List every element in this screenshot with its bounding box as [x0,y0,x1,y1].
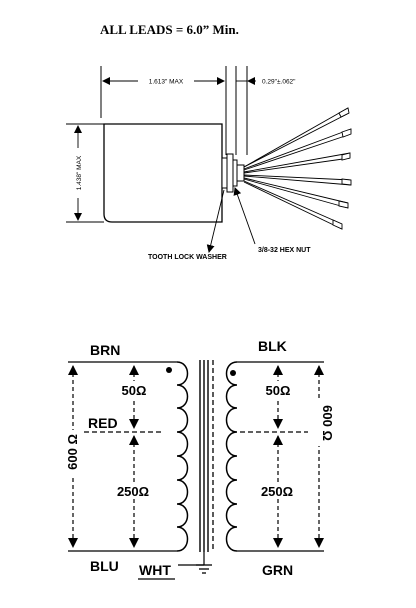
secondary-upper-ohms: 50Ω [266,383,291,398]
secondary-total-label-bg [308,400,328,446]
height-dim-label-bg [72,148,84,198]
primary-lower-label-bg [108,482,158,499]
wire-lead-1b [243,112,350,168]
washer-leader-line [206,189,225,253]
secondary-polarity-dot [230,370,236,376]
wire-lead-5 [243,177,349,204]
red-lead-label: RED [88,415,118,431]
wire-lead-2 [243,128,352,170]
nut-leader-line [233,187,256,245]
primary-upper-label-bg [115,381,153,398]
height-dimension-label: 1.438" MAX [76,155,83,190]
leads-length-title: ALL LEADS = 6.0” Min. [100,22,239,37]
wire-lead-6b [243,181,343,230]
primary-total-label-bg [62,430,82,476]
secondary-lower-label-bg [252,482,302,499]
hex-nut [232,159,238,187]
wire-lead-4b [243,175,352,186]
secondary-winding [225,361,238,552]
wire-lead-2b [243,133,352,171]
primary-lower-ohms: 250Ω [117,484,149,499]
primary-polarity-dot [166,367,172,373]
mechanical-outline-drawing: 1.613" MAX 0.29"±.062" 1.438" MAX [66,66,352,261]
primary-upper-ohms: 50Ω [122,383,147,398]
grn-lead-label: GRN [262,562,293,578]
stud-dimension-label: 0.29"±.062" [262,79,296,86]
wire-lead-1 [243,107,349,168]
primary-total-ohms: 600 Ω [65,434,80,470]
wire-lead-3 [243,152,351,173]
ground-icon [196,564,212,574]
transformer-schematic: BRN RED BLU WHT BLK GRN 600 Ω [62,338,335,580]
wht-lead-label: WHT [139,562,171,578]
secondary-lower-ohms: 250Ω [261,484,293,499]
secondary-total-ohms: 600 Ω [320,405,335,441]
blk-lead-label: BLK [258,338,287,354]
hex-nut-label: 3/8-32 HEX NUT [258,247,311,254]
threaded-stud [236,164,245,182]
width-dim-label-bg [138,75,194,86]
wire-lead-tips [332,107,352,230]
wire-lead-5b [243,178,349,209]
tooth-lock-washer [226,153,234,193]
width-dimension-label: 1.613" MAX [149,79,184,86]
brn-lead-label: BRN [90,342,120,358]
wire-lead-6 [243,180,343,225]
wire-lead-3b [243,157,351,174]
wire-leads [243,107,352,230]
secondary-upper-label-bg [259,381,297,398]
transformer-can-body [103,123,223,223]
blu-lead-label: BLU [90,558,119,574]
wire-lead-4 [243,174,352,181]
mounting-flange [221,157,228,189]
tooth-lock-washer-label: TOOTH LOCK WASHER [148,254,227,261]
primary-winding [176,361,189,552]
